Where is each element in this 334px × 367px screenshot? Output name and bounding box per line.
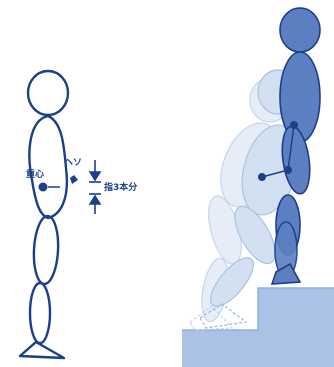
stepping-head: [280, 8, 320, 52]
label-finger-width: 指3本分: [104, 181, 137, 193]
label-navel: ヘソ: [64, 157, 82, 168]
standing-foot: [20, 342, 64, 358]
finger-width-arrows: [89, 160, 101, 214]
center-of-gravity-point: [39, 183, 48, 192]
stair-upper-step: [258, 288, 334, 332]
stair-lower-step: [182, 330, 334, 367]
standing-shin: [30, 283, 50, 343]
standing-thigh: [32, 215, 60, 284]
navel-mark: [70, 175, 78, 184]
standing-torso: [29, 116, 66, 218]
stepping-foot: [272, 264, 300, 284]
stepping-torso: [280, 52, 320, 142]
label-center-of-gravity: 重心: [26, 168, 44, 180]
standing-head: [28, 71, 68, 115]
standing-figure: [20, 71, 68, 358]
